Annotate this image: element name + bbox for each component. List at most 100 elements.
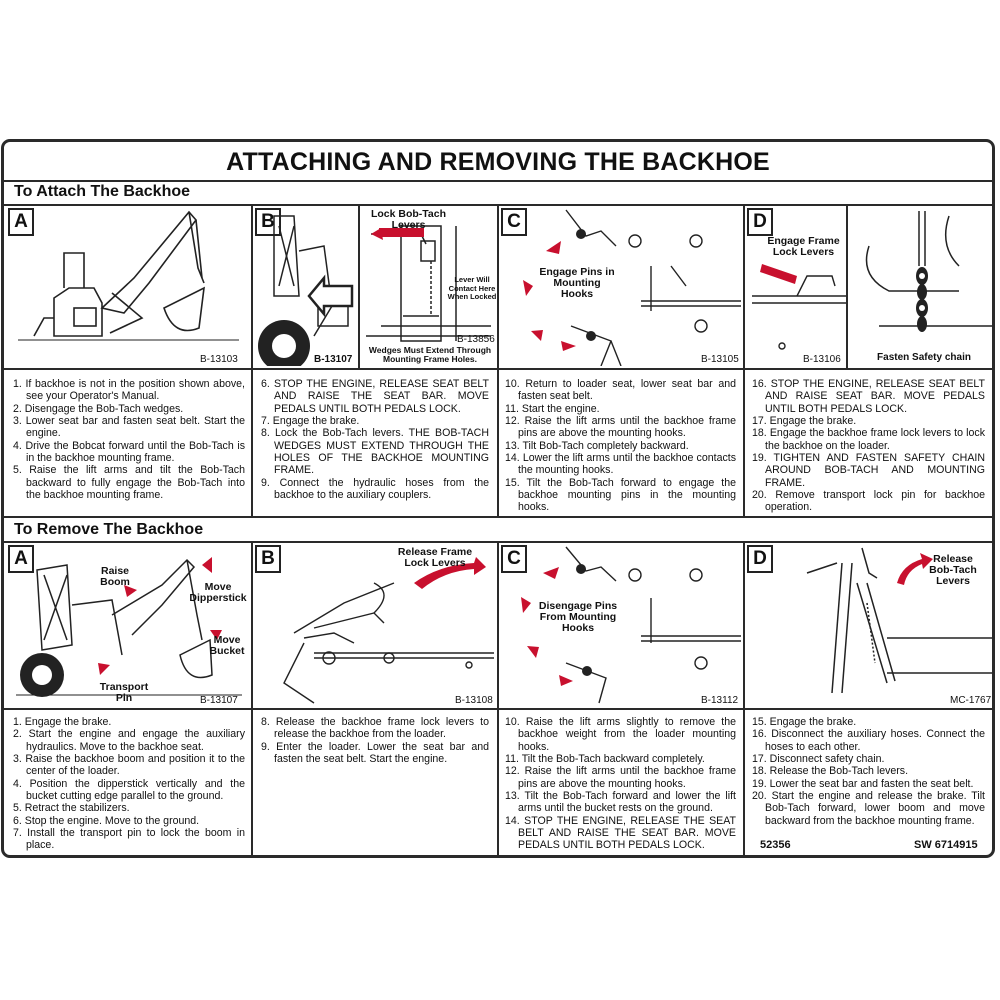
list-item: 14. Lower the lift arms until the backho… [505, 452, 736, 477]
list-item: 14. STOP THE ENGINE, RELEASE THE SEAT BE… [505, 814, 736, 852]
attach-heading: To Attach The Backhoe [14, 183, 191, 200]
list-item: 8. Lock the Bob-Tach levers. THE BOB-TAC… [261, 427, 489, 477]
list-item: 10. Return to loader seat, lower seat ba… [505, 378, 736, 403]
figure-number: B-13108 [455, 695, 493, 706]
list-item: 1. Engage the brake. [13, 716, 112, 728]
remove-steps-col-4: 15. Engage the brake. 16. Disconnect the… [752, 716, 985, 827]
divider [251, 204, 253, 516]
bobcat-loader-illustration [258, 215, 354, 366]
disengage-pins-label: Disengage Pins From Mounting Hooks [538, 600, 618, 634]
page-title: ATTACHING AND REMOVING THE BACKHOE [226, 148, 770, 176]
release-bob-tach-illustration [806, 547, 992, 694]
divider [497, 204, 499, 516]
panel-letter: B [255, 545, 281, 573]
list-item: 5. Retract the stabilizers. [13, 802, 130, 815]
transport-pin-label: Transport Pin [99, 681, 149, 704]
divider [497, 541, 499, 855]
move-dipperstick-label: Move Dipperstick [189, 581, 247, 604]
list-item: 16. STOP THE ENGINE, RELEASE SEAT BELT A… [752, 378, 985, 415]
panel-letter: C [501, 208, 527, 236]
list-item: 11. Tilt the Bob-Tach backward completel… [505, 753, 705, 766]
list-item: 13. Tilt the Bob-Tach forward and lower … [505, 790, 736, 815]
list-item: 1. If backhoe is not in the position sho… [13, 378, 245, 403]
divider [743, 204, 745, 516]
frame-lock-lever-illustration [752, 264, 846, 350]
attach-steps-col-4: 16. STOP THE ENGINE, RELEASE SEAT BELT A… [752, 378, 985, 514]
list-item: 6. Stop the engine. Move to the ground. [13, 814, 200, 827]
list-item: 16. Disconnect the auxiliary hoses. Conn… [752, 728, 985, 753]
list-item: 17. Disconnect safety chain. [752, 753, 885, 766]
list-item: 13. Tilt Bob-Tach completely backward. [505, 439, 689, 452]
list-item: 19. Lower the seat bar and fasten the se… [752, 777, 974, 790]
list-item: 18. Engage the backhoe frame lock levers… [752, 427, 985, 452]
safety-chain-illustration [865, 211, 992, 332]
figure-number: B-13105 [701, 354, 739, 365]
lever-contact-note: Lever Will Contact Here When Locked [447, 275, 497, 301]
panel-letter: A [8, 545, 34, 573]
attach-steps-col-1: 1. If backhoe is not in the position sho… [13, 378, 245, 501]
backhoe-illustration [18, 210, 239, 341]
list-item: 20. Start the engine and release the bra… [752, 790, 985, 827]
list-item: 8. Release the backhoe frame lock levers… [261, 716, 489, 741]
list-item: 7. Engage the brake. [261, 415, 360, 428]
figure-number: MC-1767 [950, 695, 992, 706]
release-frame-lock-label: Release Frame Lock Levers [397, 546, 473, 569]
list-item: 12. Raise the lift arms until the backho… [505, 415, 736, 440]
list-item: 18. Release the Bob-Tach levers. [752, 765, 909, 778]
panel-letter: A [8, 208, 34, 236]
figure-number: B-13107 [200, 695, 238, 706]
engage-pins-label: Engage Pins in Mounting Hooks [539, 266, 615, 300]
list-item: 10. Raise the lift arms slightly to remo… [505, 716, 736, 753]
figure-number: B-13107 [314, 354, 353, 365]
list-item: 15. Engage the brake. [752, 716, 857, 728]
disengage-pins-illustration [521, 546, 741, 704]
list-item: 5. Raise the lift arms and tilt the Bob-… [13, 464, 245, 502]
divider [251, 541, 253, 855]
engage-frame-lock-label: Engage Frame Lock Levers [767, 235, 840, 258]
divider [743, 541, 745, 855]
list-item: 15. Tilt the Bob-Tach forward to engage … [505, 476, 736, 514]
figure-number: B-13106 [803, 354, 841, 365]
wedges-note: Wedges Must Extend Through Mounting Fram… [368, 345, 492, 364]
list-item: 3. Lower seat bar and fasten seat belt. … [13, 415, 245, 440]
list-item: 12. Raise the lift arms until the backho… [505, 765, 736, 790]
release-frame-lock-illustration [283, 557, 494, 704]
bob-tach-lever-illustration [366, 225, 491, 342]
remove-heading: To Remove The Backhoe [14, 521, 204, 538]
remove-steps-col-3: 10. Raise the lift arms slightly to remo… [505, 716, 736, 852]
release-bob-tach-label: Release Bob-Tach Levers [929, 553, 977, 587]
panel-letter: D [747, 208, 773, 236]
list-item: 6. STOP THE ENGINE, RELEASE SEAT BELT AN… [261, 378, 489, 415]
move-bucket-label: Move Bucket [209, 634, 245, 657]
list-item: 3. Raise the backhoe boom and position i… [13, 753, 245, 778]
list-item: 9. Enter the loader. Lower the seat bar … [261, 740, 489, 766]
part-number-right: SW 6714915 [914, 839, 978, 851]
list-item: 9. Connect the hydraulic hoses from the … [261, 476, 489, 502]
list-item: 7. Install the transport pin to lock the… [13, 827, 245, 852]
figure-number: B-13103 [200, 354, 238, 365]
panel-letter: B [255, 208, 281, 236]
raise-boom-label: Raise Boom [100, 565, 130, 588]
list-item: 4. Position the dipperstick vertically a… [13, 777, 245, 803]
divider [4, 516, 992, 518]
divider [358, 204, 360, 368]
list-item: 2. Start the engine and engage the auxil… [13, 728, 245, 753]
lock-levers-label: Lock Bob-Tach Levers [370, 208, 447, 231]
remove-steps-col-1: 1. Engage the brake. 2. Start the engine… [13, 716, 245, 852]
safety-chain-label: Fasten Safety chain [877, 352, 971, 363]
attach-steps-col-2: 6. STOP THE ENGINE, RELEASE SEAT BELT AN… [261, 378, 489, 501]
remove-steps-col-2: 8. Release the backhoe frame lock levers… [261, 716, 489, 765]
mounting-pins-illustration [523, 209, 741, 366]
figure-number: B-13856 [457, 334, 495, 345]
instruction-decal: ATTACHING AND REMOVING THE BACKHOE To At… [1, 139, 995, 858]
backhoe-on-loader-illustration [16, 557, 242, 697]
list-item: 11. Start the engine. [505, 402, 600, 415]
divider [4, 180, 992, 182]
panel-letter: D [747, 545, 773, 573]
list-item: 2. Disengage the Bob-Tach wedges. [13, 402, 184, 415]
attach-steps-col-3: 10. Return to loader seat, lower seat ba… [505, 378, 736, 514]
figure-number: B-13112 [701, 695, 739, 706]
list-item: 19. TIGHTEN AND FASTEN SAFETY CHAIN AROU… [752, 452, 985, 489]
list-item: 20. Remove transport lock pin for backho… [752, 489, 985, 514]
panel-letter: C [501, 545, 527, 573]
